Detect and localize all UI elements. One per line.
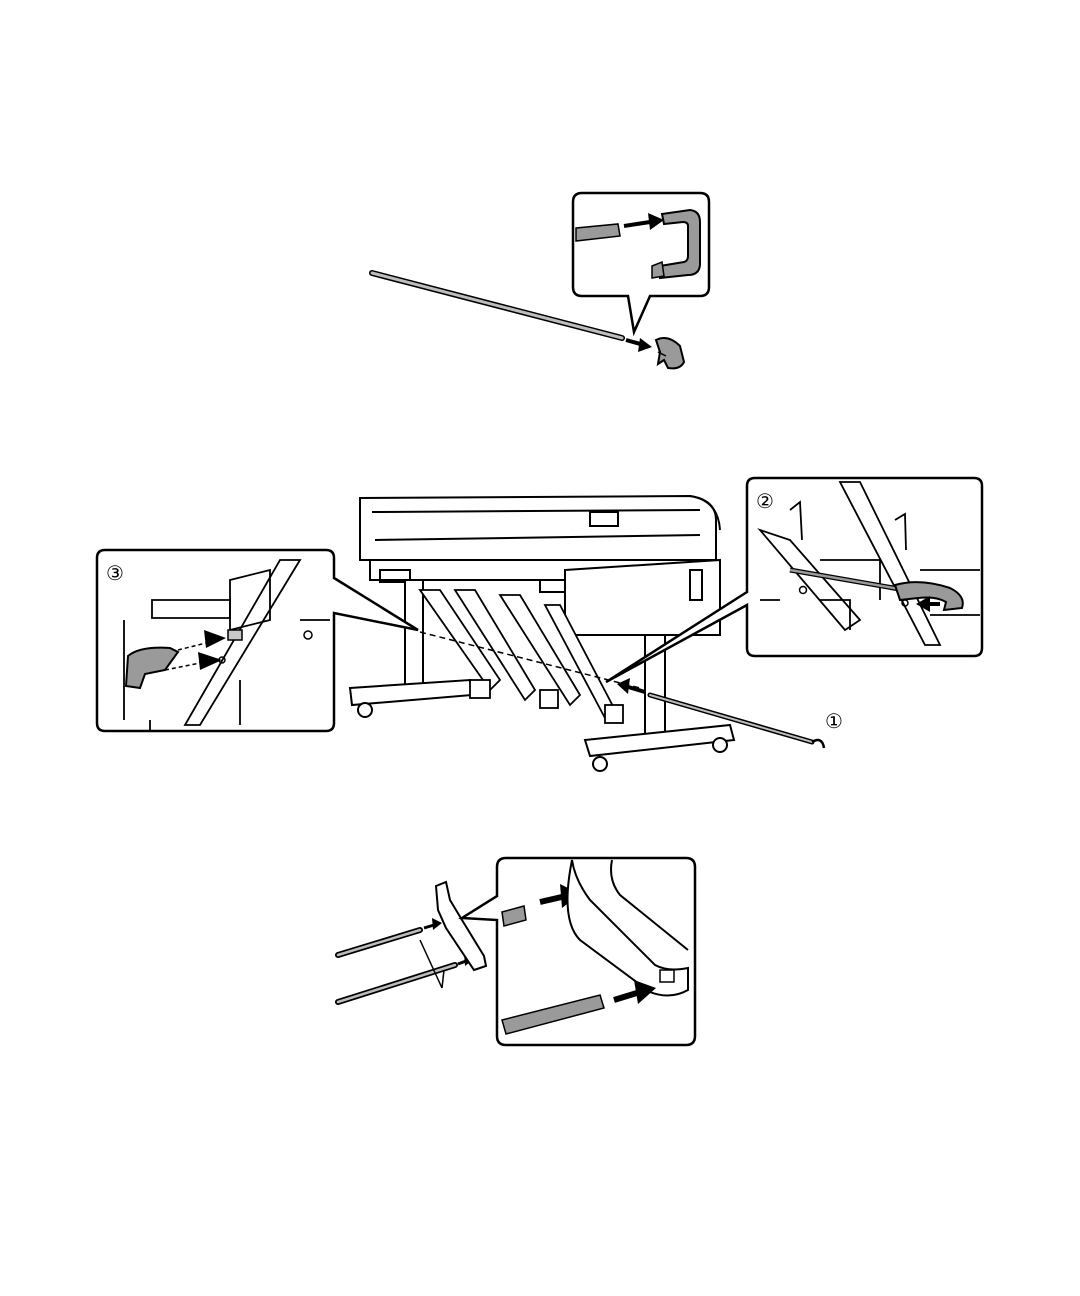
figure-1-drawing xyxy=(0,0,1080,420)
step-1-label: ① xyxy=(825,709,843,733)
insert-arrow xyxy=(626,338,652,352)
figure-printer-stand: ① ③ ② xyxy=(0,420,1080,820)
figure-rods-into-leg xyxy=(0,820,1080,1080)
figure-2-drawing: ① ③ ② xyxy=(0,420,1080,820)
step-2-label: ② xyxy=(756,489,774,513)
end-cap-part xyxy=(656,338,684,368)
callout-detail-leg xyxy=(462,858,695,1045)
leg-bracket xyxy=(436,882,486,970)
callout-detail xyxy=(573,193,709,332)
figure-3-drawing xyxy=(0,820,1080,1080)
figure-rod-end-cap xyxy=(0,0,1080,420)
step-3-label: ③ xyxy=(106,561,124,585)
rods-pair xyxy=(338,930,455,1002)
